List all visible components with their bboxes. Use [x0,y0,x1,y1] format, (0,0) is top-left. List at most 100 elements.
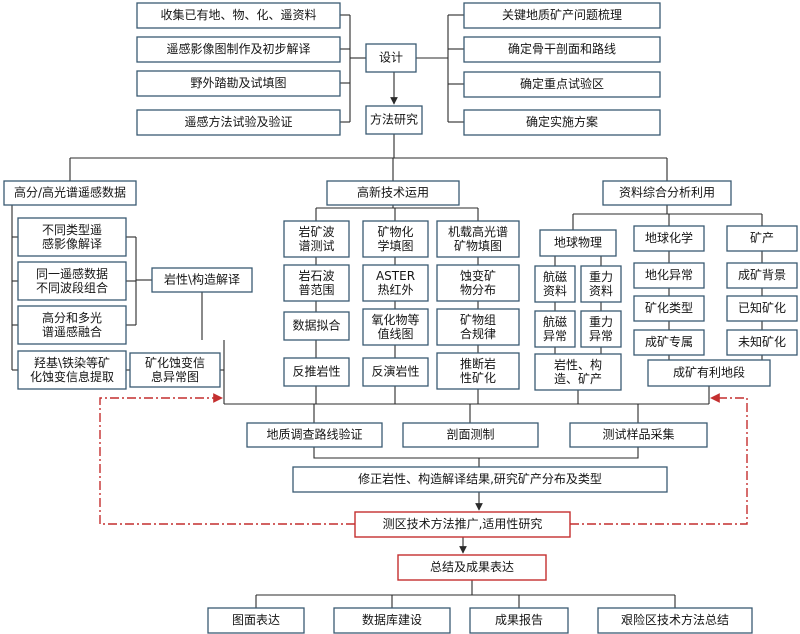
node-label-line: 矿化蚀变信 [145,355,205,370]
node-label: 岩性、构造、矿产 [554,357,602,386]
node-label-line: 不同类型遥 [42,223,102,237]
node-label-line: 岩石波 [298,268,334,283]
node-label-line: 息异常图 [151,369,199,384]
node-label-line: 普范围 [298,283,334,297]
node-label-line: 重力 [589,270,613,284]
node-label: 成果报告 [495,612,543,627]
node-label-line: 化蚀变信息提取 [30,369,114,384]
node-label: 矿物组合规律 [460,313,496,341]
node-box [569,422,708,448]
node-box [136,70,341,97]
node-range-map: 岩石波普范围 [283,264,350,302]
node-label-line: 感影像解译 [42,236,102,251]
node-sampling: 测试样品采集 [569,422,708,448]
node-label: 设计 [379,51,403,65]
node-label: 地质调查路线验证 [266,427,362,442]
node-label: 地球化学 [645,230,693,245]
node-label: 野外踏勘及试填图 [190,75,286,90]
node-box [534,310,576,348]
node-box [633,295,705,322]
node-box [397,554,547,581]
node-label-line: 物分布 [460,283,496,297]
node-label: 数据拟合 [292,318,340,333]
node-label-line: 航磁 [543,269,567,284]
node-profile: 确定骨干剖面和路线 [463,36,661,63]
node-label-line: 航磁 [543,314,567,329]
node-revise: 修正岩性、构造解译结果,研究矿产分布及类型 [292,466,668,493]
node-label: 岩矿波谱测试 [298,224,334,253]
node-box [402,422,539,448]
node-box [283,220,350,258]
node-label: 资料综合分析利用 [619,185,715,200]
node-key-prob: 关键地质矿产问题梳理 [463,2,661,29]
node-hs-data: 高分/高光谱遥感数据 [3,180,137,206]
node-airborne: 机载高光谱矿物填图 [436,220,520,258]
node-label: 收集已有地、物、化、遥资料 [160,7,316,22]
node-label: 航磁资料 [543,269,567,298]
feedback-left [99,393,355,525]
node-min-bg: 成矿背景 [726,262,798,289]
node-box [726,262,798,289]
node-box [436,264,520,302]
node-box [633,225,705,252]
node-label: 反推岩性 [292,364,340,379]
node-label: 高新技术运用 [357,185,429,200]
node-design: 设计 [365,43,417,73]
node-label-line: 同一遥感数据 [36,266,108,281]
node-aeromag: 航磁资料 [534,265,576,303]
node-rs-test: 遥感方法试验及验证 [136,109,341,136]
node-label-line: 合规律 [460,326,496,341]
node-box [534,265,576,303]
node-label-line: 高分和多光 [42,310,102,325]
node-oxide: 氧化物等值线图 [362,308,429,346]
node-label-line: 造、矿产 [554,372,602,386]
node-label: 高分和多光谱遥感融合 [42,310,102,339]
node-label-line: 异常 [589,329,613,343]
node-gravity: 重力资料 [580,265,622,303]
node-label: 同一遥感数据不同波段组合 [36,266,108,295]
node-report: 成果报告 [469,607,569,634]
node-label: 艰险区技术方法总结 [621,612,729,627]
edge-field-merge [313,447,639,459]
node-section: 剖面测制 [402,422,539,448]
node-label: 航磁异常 [543,314,567,343]
node-types-interp: 不同类型遥感影像解译 [17,217,127,257]
node-geochem: 地球化学 [633,225,705,252]
node-box [17,261,127,301]
node-label: 关键地质矿产问题梳理 [502,7,622,22]
node-spectra: 岩矿波谱测试 [283,220,350,258]
node-label: 岩性\构造解译 [164,272,240,287]
node-box [463,109,661,136]
node-label: 蚀变矿物分布 [460,268,496,297]
node-label: 岩石波普范围 [298,268,334,297]
node-litho-struct: 岩性、构造、矿产 [534,353,622,391]
node-label: 高分/高光谱遥感数据 [14,185,126,200]
node-box [17,305,127,345]
node-box [597,607,753,634]
node-box [362,264,429,302]
node-label-line: 羟基\铁染等矿 [34,355,110,370]
node-collect: 收集已有地、物、化、遥资料 [136,2,341,29]
node-label-line: 机载高光谱 [448,224,508,239]
node-box [463,2,661,29]
node-box [292,466,668,493]
node-label: 方法研究 [370,112,418,127]
node-box [633,329,705,356]
node-box [3,180,137,206]
node-fitting: 数据拟合 [283,311,350,341]
node-label: 遥感影像图制作及初步解译 [166,41,310,56]
node-box [726,295,798,322]
node-label-line: 岩矿波 [298,224,334,239]
node-label-line: 推断岩 [460,356,496,371]
node-label: 矿物化学填图 [377,225,413,253]
node-box [283,357,350,387]
node-test-area: 确定重点试验区 [463,71,661,98]
node-mineral-chem: 矿物化学填图 [362,220,429,258]
node-label: 机载高光谱矿物填图 [448,224,508,253]
node-label: 成矿有利地段 [673,365,745,380]
node-label: 羟基\铁染等矿化蚀变信息提取 [30,355,114,384]
node-box [362,308,429,346]
node-hard-area: 艰险区技术方法总结 [597,607,753,634]
node-unknown-min: 未知矿化 [726,329,798,356]
node-label: 修正岩性、构造解译结果,研究矿产分布及类型 [358,471,602,486]
